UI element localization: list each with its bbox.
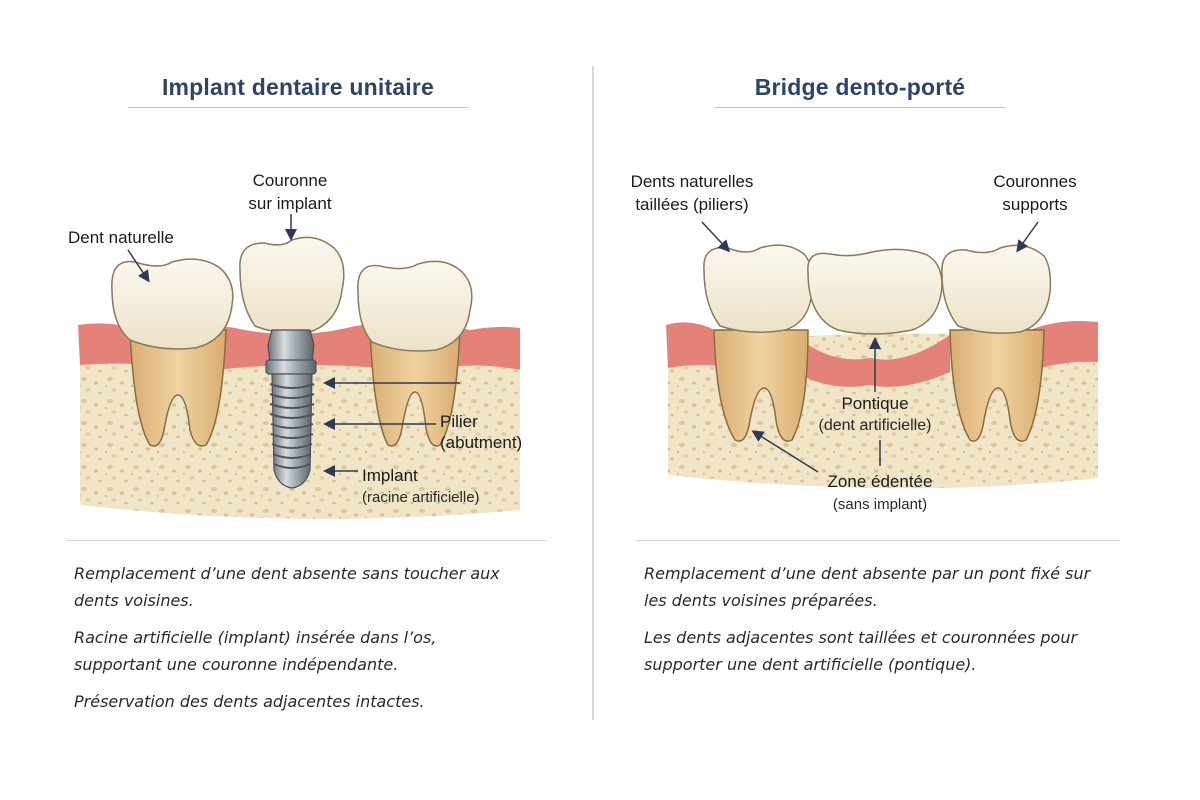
implant-crown — [239, 236, 345, 334]
left-description: Remplacement d’une dent absente sans tou… — [74, 560, 514, 725]
right-diagram — [666, 221, 1098, 489]
left-diagram — [78, 214, 520, 519]
left-paragraph-1: Remplacement d’une dent absente sans tou… — [74, 564, 500, 610]
right-panel-title: Bridge dento-porté — [754, 74, 966, 100]
left-panel-title: Implant dentaire unitaire — [161, 74, 435, 100]
left-natural-tooth — [111, 258, 234, 447]
right-neighbor-natural-tooth — [357, 260, 473, 447]
label-crown-line1: Couronne — [252, 171, 328, 190]
bridge-left-abutment-tooth — [703, 244, 814, 442]
edentulous-gum — [795, 335, 950, 387]
left-title-underline — [128, 107, 468, 108]
implant-screw — [269, 373, 315, 489]
left-paragraph-3: Préservation des dents adjacentes intact… — [74, 692, 425, 711]
right-paragraph-2: Les dents adjacentes sont taillées et co… — [644, 628, 1078, 674]
bridge-right-abutment-tooth — [941, 244, 1052, 442]
left-paragraph-2: Racine artificielle (implant) insérée da… — [74, 628, 437, 674]
right-title-underline — [715, 107, 1005, 108]
center-divider — [592, 66, 594, 720]
left-section-rule — [66, 540, 546, 541]
label-crowns-line2: supports — [1002, 195, 1068, 214]
label-abutments-line1: Dents naturelles — [630, 172, 754, 191]
label-implant-line2: (racine artificielle) — [362, 489, 480, 506]
label-abutments-line2: taillées (piliers) — [635, 195, 749, 214]
label-zone-line1: Zone édentée — [827, 472, 933, 491]
label-abutment-line1: Pilier — [440, 412, 478, 431]
label-natural-tooth: Dent naturelle — [68, 228, 174, 247]
implant-abutment — [265, 329, 317, 375]
label-crown-line2: sur implant — [248, 194, 332, 213]
label-pontic-line2: (dent artificielle) — [818, 417, 932, 434]
label-abutment-line2: (abutment) — [440, 433, 523, 452]
label-crowns-line1: Couronnes — [993, 172, 1077, 191]
right-description: Remplacement d’une dent absente par un p… — [644, 560, 1094, 688]
label-zone-line2: (sans implant) — [832, 496, 928, 513]
label-pontic-line1: Pontique — [841, 394, 909, 413]
right-paragraph-1: Remplacement d’une dent absente par un p… — [644, 564, 1091, 610]
bridge-pontic — [807, 248, 943, 335]
label-implant-line1: Implant — [362, 466, 418, 485]
right-section-rule — [636, 540, 1120, 541]
